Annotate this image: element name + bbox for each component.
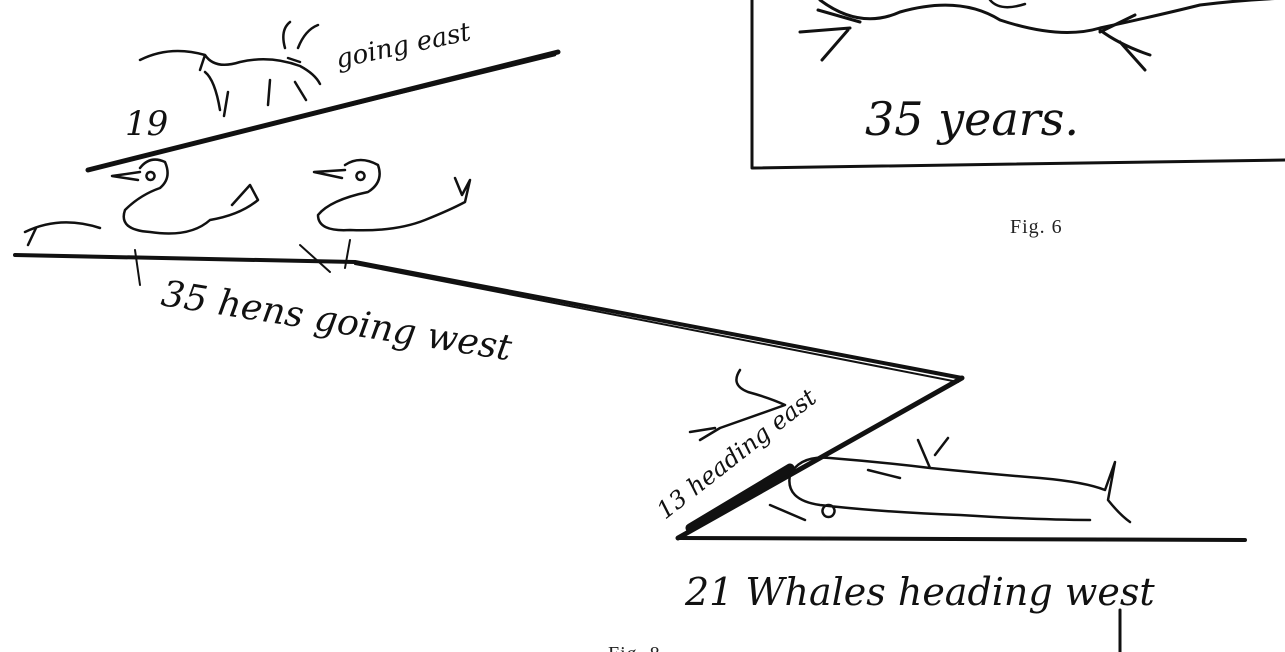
inset-detail [988, 0, 1027, 9]
whales-label: 21 Whales heading west [684, 570, 1155, 614]
hens-segment: 35 hens going west [13, 158, 964, 383]
trail-line-bottom [676, 536, 1247, 542]
trail-line-west [13, 253, 964, 380]
inset-panel: 35 years. [750, 0, 1285, 170]
inset-branch-body [818, 0, 1275, 34]
figure-caption: Fig. 6 [1010, 216, 1063, 238]
inset-label: 35 years. [865, 92, 1079, 146]
trail-line-up-thick [685, 463, 795, 533]
trail-line-east-shadow [93, 53, 557, 170]
hens-label: 35 hens going west [159, 273, 515, 369]
inset-branch-left [798, 8, 862, 62]
horses-count: 19 [125, 104, 168, 144]
small-creature [688, 368, 787, 442]
inset-frame [750, 0, 1285, 170]
inset-branch-right [1098, 13, 1152, 72]
trail-line-west-shadow [354, 263, 959, 383]
hen-legs [134, 239, 351, 286]
horses-direction: going east [333, 17, 474, 75]
hen-right [312, 158, 472, 232]
horse-sketch [138, 20, 322, 118]
whales-segment: 21 Whales heading west [676, 436, 1247, 652]
whale-sketch [768, 436, 1132, 524]
horses-segment: 19 going east [85, 17, 561, 173]
hen-left [23, 158, 260, 247]
bottom-caption: Fig. 8 [608, 643, 661, 652]
